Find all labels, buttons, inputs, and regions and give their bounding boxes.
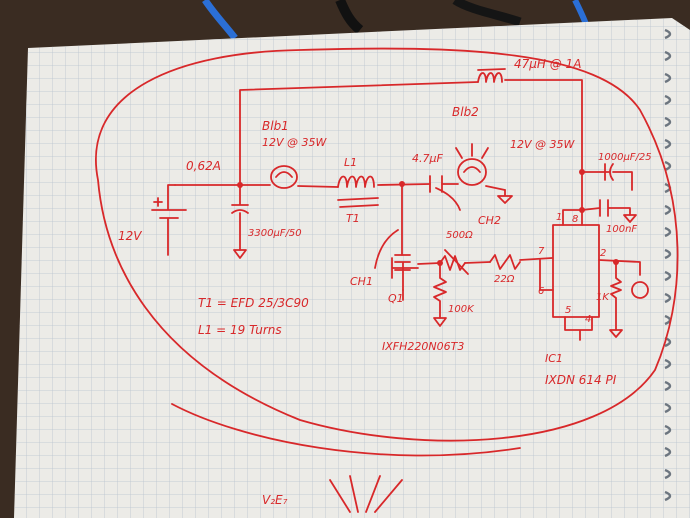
capacitor-3300uf: [231, 184, 249, 251]
ground-1k: [609, 329, 623, 338]
label-r22: 22Ω: [494, 274, 515, 285]
battery: [151, 184, 187, 256]
label-voltage: 12V: [118, 229, 142, 243]
capacitor-1000uf: [581, 163, 633, 191]
ground-bulb2: [497, 189, 513, 204]
label-q1: Q1: [388, 292, 404, 305]
bulb1: [270, 165, 298, 189]
wire-top-rail-right: [504, 79, 583, 211]
bulb2-filament: [463, 166, 481, 173]
label-ic1-part: IXDN 614 PI: [545, 373, 617, 387]
label-pin1: 1: [556, 212, 562, 223]
wire-pin5-pin4: [564, 316, 593, 341]
dark-cable: [452, 0, 522, 27]
label-cap-1000uf: 1000µF/25: [598, 152, 652, 163]
label-r1k: 1K: [596, 292, 610, 303]
oval-tail: [171, 403, 521, 457]
label-q1-part: IXFH220N06T3: [382, 340, 464, 353]
node-dot: [437, 260, 443, 266]
label-pin2: 2: [600, 248, 606, 259]
resistor-100k: [433, 262, 447, 319]
label-pin4: 4: [585, 314, 591, 325]
resistor-1k: [610, 261, 622, 331]
mosfet-q1: [391, 254, 419, 291]
label-r100k: 100K: [448, 304, 475, 315]
bulb1-filament: [275, 171, 293, 178]
resistor-500-wiper: [444, 249, 469, 275]
node-dot: [399, 181, 405, 187]
label-cap-100nf: 100nF: [606, 224, 637, 235]
ground-100k: [433, 317, 447, 327]
label-cap-47uf: 4.7µF: [412, 152, 443, 165]
ground-3300uf: [233, 249, 247, 259]
wire-gate: [417, 262, 441, 265]
wire-pin6: [539, 259, 554, 291]
ic1-body: [552, 224, 600, 318]
label-l1: L1: [344, 156, 357, 169]
notebook-grid: [14, 18, 690, 518]
dark-cable: [335, 0, 364, 34]
capacitor-100nf: [581, 199, 631, 217]
resistor-22: [489, 254, 521, 270]
bulb2: [457, 158, 487, 186]
node-dot: [579, 207, 585, 213]
node-dot: [579, 169, 585, 175]
probe-ch2: [435, 187, 461, 211]
ground-caps: [623, 214, 637, 223]
inductor-l1: [337, 175, 375, 188]
label-t1: T1: [346, 212, 360, 225]
bottom-arrows: [329, 475, 403, 513]
note-t1: T1 = EFD 25/3C90: [198, 296, 309, 310]
label-ic1: IC1: [545, 352, 563, 365]
label-top-inductor: 47µH @ 1A: [514, 57, 581, 71]
label-current: 0,62A: [186, 159, 221, 173]
blue-cable: [202, 0, 238, 41]
inductor-l1-core: [337, 197, 379, 201]
wire-bulb2-to-ground: [485, 185, 506, 191]
enclosing-oval: [95, 47, 679, 442]
label-pin7: 7: [538, 246, 545, 257]
note-l1: L1 = 19 Turns: [198, 323, 282, 337]
label-bulb1-name: Blb1: [262, 119, 289, 133]
label-pin6: 6: [538, 286, 544, 297]
output-probe-terminal: [631, 281, 649, 299]
label-ch2: CH2: [478, 214, 501, 227]
top-inductor: [477, 68, 506, 83]
label-r500: 500Ω: [446, 230, 473, 241]
node-dot: [613, 259, 619, 265]
inductor-l1-secondary: [339, 204, 379, 208]
node-dot: [237, 182, 243, 188]
label-cap-3300uf: 3300µF/50: [248, 228, 302, 239]
label-bottom: V₂E₇: [262, 493, 288, 507]
label-pin8: 8: [572, 214, 578, 225]
wire-top-rail: [239, 81, 479, 186]
wire-bulb-to-l1: [297, 185, 339, 188]
wire-gate-mid: [464, 261, 491, 264]
label-bulb2-rating: 12V @ 35W: [510, 138, 576, 151]
label-bulb1-rating: 12V @ 35W: [262, 136, 328, 149]
wire-pin2-out: [598, 259, 641, 276]
capacitor-4-7uf: [429, 175, 443, 193]
battery-plus: [153, 197, 163, 207]
bulb2-light-rays: [455, 143, 489, 159]
wire-to-ic-pin7: [519, 257, 553, 261]
wire-pin1-to-rail: [562, 209, 583, 226]
label-bulb2-name: Blb2: [452, 105, 479, 119]
probe-ch1: [374, 229, 399, 269]
label-ch1: CH1: [350, 275, 373, 288]
label-pin5: 5: [565, 305, 571, 316]
resistor-500: [439, 255, 466, 271]
